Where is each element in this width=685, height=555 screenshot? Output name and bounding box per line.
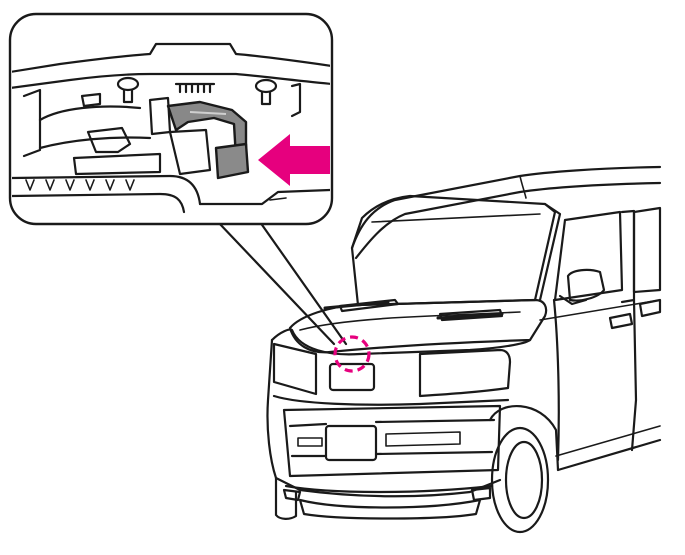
wheel-arch xyxy=(488,405,560,472)
front-side-window xyxy=(553,210,624,302)
wiper-right xyxy=(436,312,504,320)
rocker-panel xyxy=(555,425,661,457)
direction-arrow xyxy=(258,134,330,186)
fog-light-right xyxy=(470,486,492,502)
grille-slat-4 xyxy=(374,450,494,456)
callout-frame xyxy=(8,12,334,226)
mount-right-stem xyxy=(260,90,272,106)
grille-slat-1 xyxy=(288,422,328,428)
bay-left-part xyxy=(80,92,102,108)
car-roof-inner-line xyxy=(354,181,662,260)
headlight-right xyxy=(418,348,512,398)
front-body-outline xyxy=(266,338,502,498)
bumper-edge-top xyxy=(12,174,202,206)
license-plate xyxy=(324,424,378,462)
hood-release-location-marker xyxy=(333,335,371,373)
grille-inner-2 xyxy=(385,431,461,447)
latch-frame xyxy=(168,128,212,176)
bumper-line xyxy=(272,394,510,406)
hood-crease xyxy=(299,311,521,331)
grille-slat-2 xyxy=(374,418,496,424)
lever-shine xyxy=(189,111,227,115)
car-illustration xyxy=(266,165,662,534)
mount-right xyxy=(254,78,278,94)
front-fascia-upper xyxy=(270,328,532,356)
wiper-right-blade xyxy=(438,308,504,322)
mount-left-stem xyxy=(122,88,134,104)
windshield xyxy=(350,194,557,307)
front-emblem xyxy=(328,362,376,392)
right-side-member xyxy=(290,82,302,118)
callout-leader-line xyxy=(216,220,348,346)
side-mirror xyxy=(566,268,606,302)
wiper-left-blade xyxy=(338,298,400,313)
lower-bumper xyxy=(284,484,494,494)
bay-center-bracket xyxy=(86,126,132,154)
radiator-support-outer xyxy=(12,42,330,74)
front-right-rim xyxy=(504,440,544,520)
grille-outline xyxy=(282,404,502,478)
grille-inner-1 xyxy=(297,437,323,447)
fog-light-left xyxy=(282,488,302,502)
windshield-reflection xyxy=(371,213,541,223)
rear-side-window xyxy=(632,206,662,294)
callout-detail xyxy=(8,12,334,226)
bumper-edge-right-dash xyxy=(269,197,287,201)
front-left-tire xyxy=(274,476,298,520)
bumper-bottom xyxy=(298,498,482,520)
bumper-edge-bottom xyxy=(12,192,186,214)
body-side-line xyxy=(539,299,661,321)
headlight-left xyxy=(272,342,318,396)
bumper-edge-right xyxy=(198,188,330,206)
rear-body-line xyxy=(556,438,662,472)
front-door-handle xyxy=(608,312,634,330)
roof-rail xyxy=(519,175,527,199)
a-pillar xyxy=(538,202,562,302)
front-right-tire xyxy=(490,426,550,534)
radiator-support-inner xyxy=(12,72,330,90)
mount-left xyxy=(116,76,140,92)
bay-left-contour xyxy=(38,105,142,122)
b-pillar xyxy=(620,209,636,304)
door-seam-front xyxy=(552,298,560,462)
car-roof-outline xyxy=(350,165,662,250)
bay-center-block xyxy=(72,152,162,176)
latch-comb xyxy=(174,82,216,94)
bumper-teeth xyxy=(25,179,135,191)
callout-engine-bay xyxy=(12,42,330,214)
hood-release-lever-handle xyxy=(214,142,250,180)
side-mirror-base xyxy=(558,294,588,306)
